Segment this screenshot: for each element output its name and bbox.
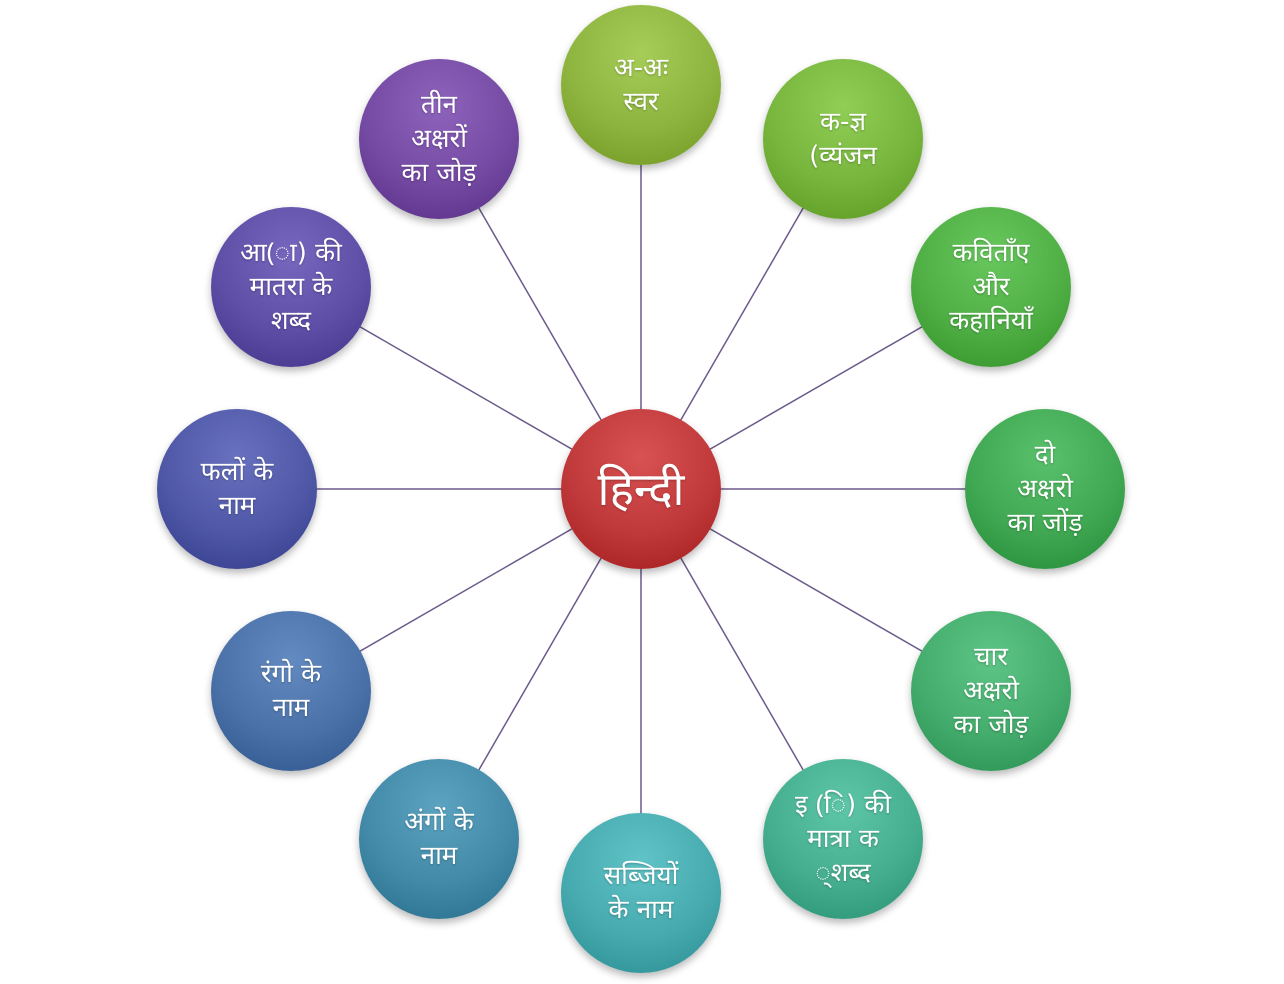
node-rango: रंगो के नाम [211, 611, 371, 771]
node-sabjiyan-label: सब्जियों के नाम [603, 861, 679, 925]
node-do-akshar-label: दो अक्षरो का जोंड़ [1007, 440, 1083, 538]
node-teen-akshar: तीन अक्षरों का जोड़ [359, 59, 519, 219]
node-vyanjan: क-ज्ञ (व्यंजन [763, 59, 923, 219]
node-char-akshar-label: चार अक्षरो का जोड़ [953, 642, 1029, 740]
node-teen-akshar-label: तीन अक्षरों का जोड़ [401, 90, 477, 188]
node-char-akshar: चार अक्षरो का जोड़ [911, 611, 1071, 771]
node-i-matra-label: इ (ि) की मात्रा क ्शब्द [794, 790, 892, 888]
node-do-akshar: दो अक्षरो का जोंड़ [965, 409, 1125, 569]
node-i-matra: इ (ि) की मात्रा क ्शब्द [763, 759, 923, 919]
hub-label: हिन्दी [597, 462, 685, 516]
node-aa-matra: आ(ा) की मातरा के शब्द [211, 207, 371, 367]
node-rango-label: रंगो के नाम [260, 659, 322, 723]
node-swar-label: अ-अः स्वर [613, 53, 669, 117]
node-swar: अ-अः स्वर [561, 5, 721, 165]
node-angon: अंगों के नाम [359, 759, 519, 919]
node-aa-matra-label: आ(ा) की मातरा के शब्द [240, 238, 342, 336]
node-kavitaen: कविताँए और कहानियाँ [911, 207, 1071, 367]
node-angon-label: अंगों के नाम [404, 807, 474, 871]
node-phalon: फलों के नाम [157, 409, 317, 569]
node-sabjiyan: सब्जियों के नाम [561, 813, 721, 973]
node-kavitaen-label: कविताँए और कहानियाँ [949, 238, 1033, 336]
hub-node-hindi: हिन्दी [561, 409, 721, 569]
node-phalon-label: फलों के नाम [200, 457, 274, 521]
node-vyanjan-label: क-ज्ञ (व्यंजन [809, 107, 877, 171]
